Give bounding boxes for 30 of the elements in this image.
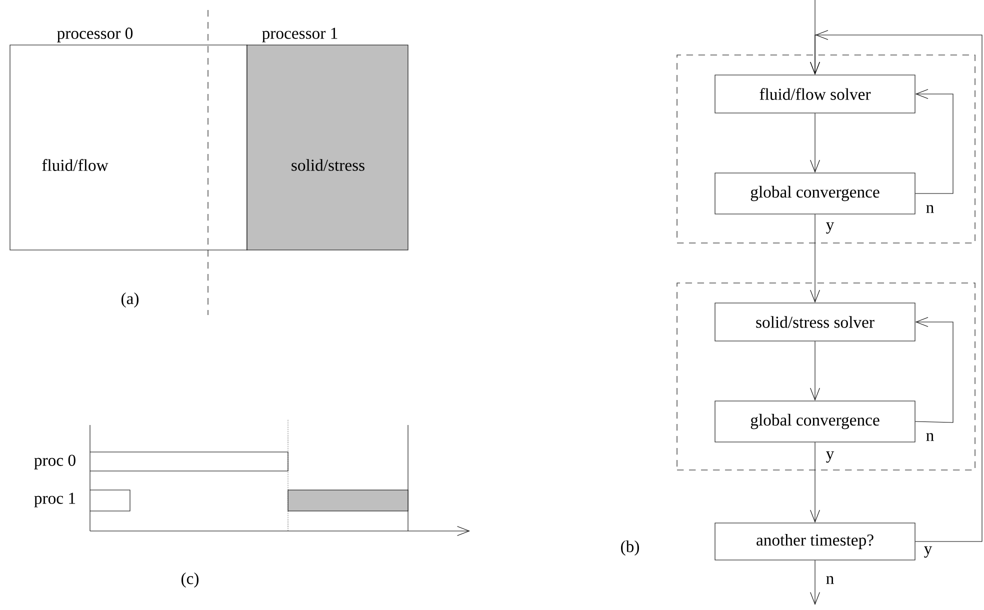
edge-label: n <box>826 576 834 584</box>
heading: processor 0 <box>57 28 133 42</box>
group-box <box>676 282 976 470</box>
panel-label: (b) <box>621 540 639 556</box>
arrow <box>810 214 820 303</box>
domain-label: solid/stress <box>292 159 364 171</box>
arrow <box>810 442 820 523</box>
panel-label: (c) <box>181 572 199 588</box>
process-box: global convergence <box>714 172 916 214</box>
process-box: global convergence <box>714 400 916 442</box>
arrow <box>915 317 954 423</box>
arrow <box>915 89 954 194</box>
process-box: another timestep? <box>714 522 916 560</box>
arrow <box>810 341 820 401</box>
process-box: fluid/flow solver <box>714 74 916 114</box>
group-box <box>676 54 976 244</box>
heading: processor 1 <box>262 28 338 42</box>
edge-label: n <box>926 433 934 441</box>
process-box: solid/stress solver <box>714 302 916 342</box>
edge-label: y <box>924 546 932 558</box>
edge-label: y <box>826 451 834 463</box>
row-label: proc 1 <box>34 492 76 508</box>
panel-label: (a) <box>121 292 139 308</box>
edge-label: y <box>826 222 834 234</box>
edge-label: n <box>926 205 934 213</box>
arrow <box>810 113 820 173</box>
arrow <box>810 30 982 542</box>
domain-label: fluid/flow <box>42 159 108 171</box>
arrow <box>810 560 820 606</box>
row-label: proc 0 <box>34 454 76 470</box>
